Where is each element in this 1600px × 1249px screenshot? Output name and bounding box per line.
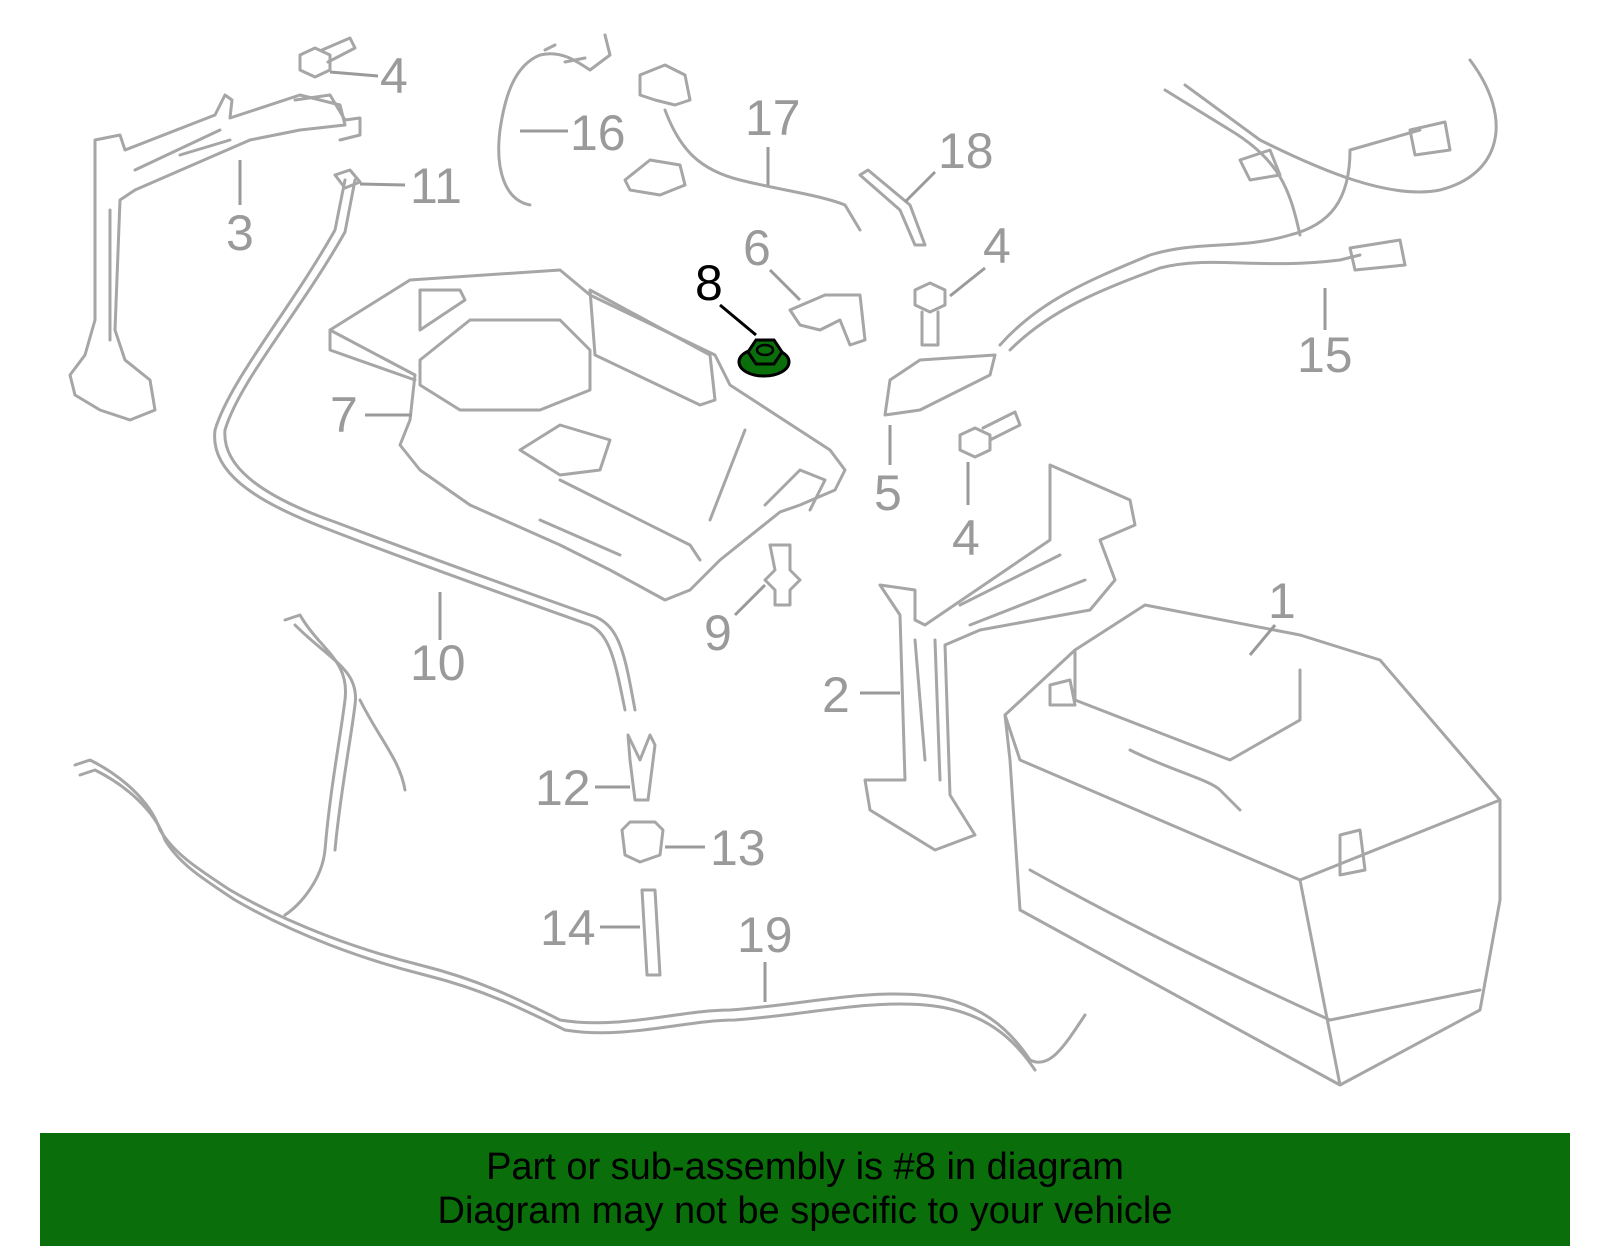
part-19-harness xyxy=(73,613,1087,1072)
part-1-battery xyxy=(1003,603,1502,1087)
banner-line-1: Part or sub-assembly is #8 in diagram xyxy=(486,1146,1124,1188)
leader-8 xyxy=(719,303,757,337)
banner-line-2: Diagram may not be specific to your vehi… xyxy=(437,1190,1173,1232)
info-banner: Part or sub-assembly is #8 in diagram Di… xyxy=(40,1133,1570,1246)
callout-8: 8 xyxy=(695,255,723,311)
part-12-elbow xyxy=(626,733,657,802)
callout-19: 19 xyxy=(737,907,793,963)
part-14-tube xyxy=(640,888,662,977)
callout-18: 18 xyxy=(938,123,994,179)
callout-10: 10 xyxy=(410,635,466,691)
leader-4a xyxy=(329,70,379,78)
callout-17: 17 xyxy=(745,90,801,146)
part-9-pin xyxy=(763,543,802,607)
part-4-bolt-low xyxy=(958,410,1022,459)
part-17-cable xyxy=(623,63,862,232)
part-16-cable xyxy=(497,33,612,207)
callout-16: 16 xyxy=(570,105,626,161)
part-3-bracket xyxy=(68,93,362,422)
callout-14: 14 xyxy=(540,900,596,956)
leader-4b xyxy=(949,266,986,298)
leader-1 xyxy=(1248,624,1277,656)
callout-1: 1 xyxy=(1268,573,1296,629)
part-10-hose xyxy=(213,168,637,712)
leader-lines xyxy=(238,70,1327,1002)
leader-11 xyxy=(359,182,406,187)
callout-13: 13 xyxy=(710,820,766,876)
part-2-bracket xyxy=(863,463,1137,852)
callout-5: 5 xyxy=(874,465,902,521)
callout-labels: 4 3 11 16 17 18 4 6 8 7 5 4 15 1 2 9 10 … xyxy=(226,48,1353,963)
callout-15: 15 xyxy=(1297,327,1353,383)
callout-7: 7 xyxy=(330,387,358,443)
leader-6 xyxy=(768,268,802,302)
callout-4b: 4 xyxy=(983,218,1011,274)
callout-2: 2 xyxy=(822,667,850,723)
part-4-bolt-mid xyxy=(913,281,947,347)
part-7-tray xyxy=(328,268,847,602)
part-15-harness xyxy=(998,58,1498,352)
callout-9: 9 xyxy=(704,605,732,661)
callout-11: 11 xyxy=(410,158,462,214)
part-5-bracket xyxy=(883,353,997,417)
callout-4a: 4 xyxy=(380,48,408,104)
part-4-bolt-top xyxy=(298,36,357,79)
leader-9 xyxy=(733,583,767,617)
leader-18 xyxy=(903,170,937,204)
part-6-clip xyxy=(788,293,867,347)
callout-4c: 4 xyxy=(952,510,980,566)
callout-12: 12 xyxy=(535,760,591,816)
callout-3: 3 xyxy=(226,205,254,261)
part-18-strip xyxy=(858,168,927,247)
parts-diagram: 4 3 11 16 17 18 4 6 8 7 5 4 15 1 2 9 10 … xyxy=(68,33,1502,1087)
callout-6: 6 xyxy=(743,220,771,276)
part-13-grommet xyxy=(620,820,665,864)
part-8-nut xyxy=(737,338,791,378)
